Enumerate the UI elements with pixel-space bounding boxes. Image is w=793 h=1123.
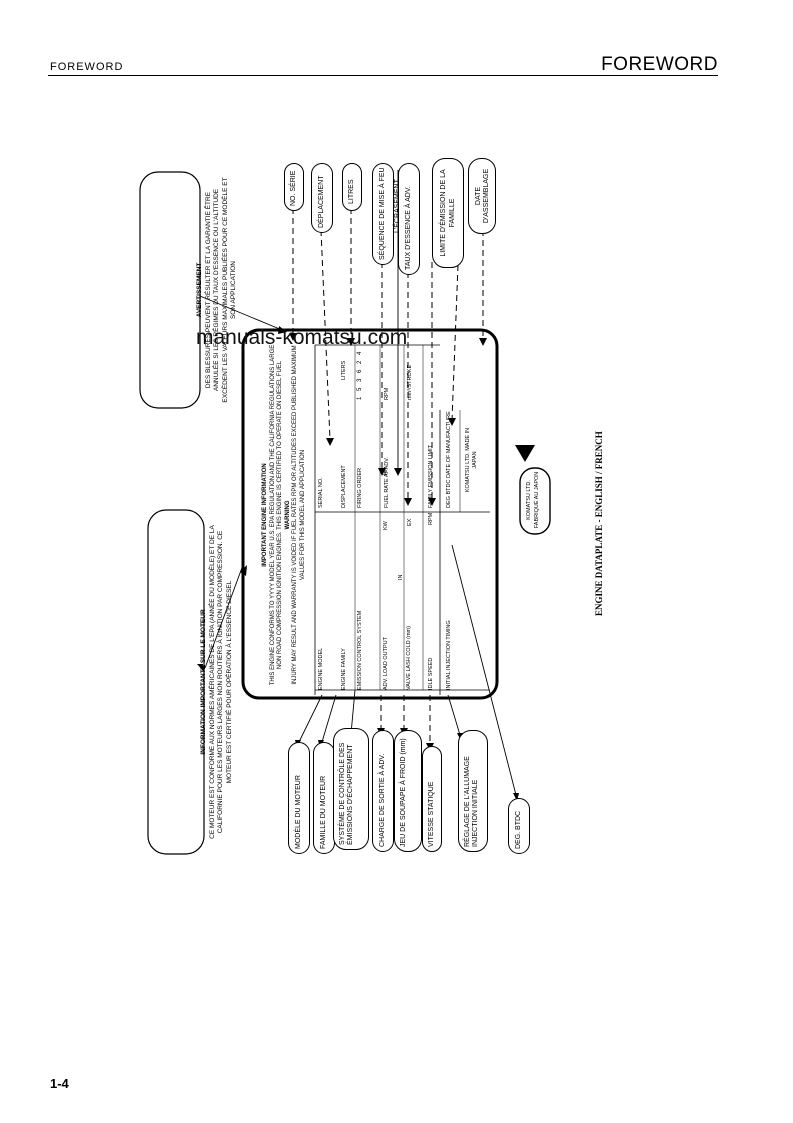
avertissement-text: DES BLESSURES PEUVENT RÉSULTER ET LA GAR…	[204, 177, 238, 403]
field-idle-speed: IDLE SPEED	[428, 657, 434, 690]
callout-date-assemblage: DATE D'ASSEMBLAGE	[468, 158, 496, 234]
plate-border	[241, 328, 499, 700]
plate-warning-title: WARNING	[284, 500, 291, 530]
avertissement-title: AVERTISSEMENT	[196, 262, 203, 318]
callout-reglage-allumage: RÉGLAGE DE L'ALLUMAGE INJECTION INITIALE	[458, 730, 488, 852]
callout-limite-emission: LIMITE D'ÉMISSION DE LA FAMILLE	[432, 158, 464, 268]
page-number: 1-4	[50, 1076, 69, 1091]
field-adv-load: ADV. LOAD OUTPUT	[383, 637, 389, 690]
header-left: FOREWORD	[50, 61, 124, 73]
unit-rpm-idle: RPM	[428, 512, 434, 525]
caption: ENGINE DATAPLATE - ENGLISH / FRENCH	[594, 431, 604, 616]
callout-vitesse-statique: VITESSE STATIQUE	[422, 746, 442, 852]
plate-maker: KOMATSU LTD. MADE IN JAPAN	[465, 427, 478, 493]
field-valve-lash: VALVE LASH COLD (mm)	[406, 626, 412, 690]
plate-title: IMPORTANT ENGINE INFORMATION	[262, 463, 268, 567]
header-right: FOREWORD	[601, 54, 718, 75]
plate-heading: IMPORTANT ENGINE INFORMATION THIS ENGINE…	[262, 340, 322, 690]
avertissement-panel: AVERTISSEMENT DES BLESSURES PEUVENT RÉSU…	[196, 176, 250, 404]
information-panel: INFORMATION IMPORTANTE SUR LE MOTEUR CE …	[200, 516, 252, 848]
callout-jeu-soupape: JEU DE SOUPAPE À FROID (mm)	[394, 730, 422, 852]
callout-charge-sortie: CHARGE DE SORTIE À ADV.	[372, 730, 394, 852]
information-box-outline	[147, 509, 205, 855]
badge-outline	[519, 467, 551, 535]
badge-text: KOMATSU LTD. FABRIQUÉ AU JAPON	[526, 471, 540, 529]
field-serial-no: SERIAL NO.	[318, 477, 324, 508]
watermark: manuals-komatsu.com	[196, 326, 408, 349]
unit-in: IN	[398, 574, 404, 581]
callout-modele-moteur: MODÈLE DU MOTEUR	[288, 742, 310, 854]
callout-litres: LITRES	[342, 163, 362, 211]
field-engine-family: ENGINE FAMILY	[341, 648, 347, 690]
field-family-emission-limit: FAMILY EMISSION LIMIT	[428, 444, 434, 508]
callout-famille-moteur: FAMILLE DU MOTEUR	[313, 742, 335, 854]
plate-warning-text: INJURY MAY RESULT AND WARRANTY IS VOIDED…	[292, 345, 306, 685]
information-text: CE MOTEUR EST CONFORME AUX NORMES AMÉRIC…	[208, 525, 233, 839]
avertissement-box-outline	[139, 171, 201, 409]
unit-hp: HP	[383, 467, 389, 475]
unit-rpm: RPM	[384, 387, 390, 400]
callout-sequence-feu: SÉQUENCE DE MISE À FEU	[372, 163, 394, 265]
callout-no-serie: NO. SÉRIE	[284, 163, 304, 211]
field-emission-control: EMISSION CONTROL SYSTEM	[357, 610, 363, 690]
unit-kw: KW	[383, 521, 389, 530]
field-injection-timing: INITIAL INJECTION TIMING	[446, 620, 452, 690]
callout-deplacement: DÉPLACEMENT	[311, 163, 333, 233]
callout-taux-essence: TAUX D'ESSENCE À ADV.	[398, 163, 420, 275]
unit-mm3-stroke: mm³/STROKE	[407, 364, 413, 400]
information-title: INFORMATION IMPORTANTE SUR LE MOTEUR	[200, 609, 207, 755]
field-firing-order: FIRING ORDER	[357, 467, 363, 508]
callout-systeme-controle: SYSTÈME DE CONTRÔLE DES ÉMISSIONS D'ÉCHA…	[333, 728, 369, 850]
field-engine-model: ENGINE MODEL	[318, 647, 324, 690]
plate-conformity-text: THIS ENGINE CONFORMS TO YYYY MODEL YEAR …	[269, 344, 284, 686]
field-displacement: DISPLACEMENT	[341, 465, 347, 508]
header-rule	[48, 75, 718, 76]
callout-deg-btdc: DEG. BTDC	[508, 798, 530, 854]
unit-ex: EX	[407, 518, 413, 526]
field-manufacture-date: DEG BTDC DATE OF MANUFACTURE	[446, 411, 452, 508]
